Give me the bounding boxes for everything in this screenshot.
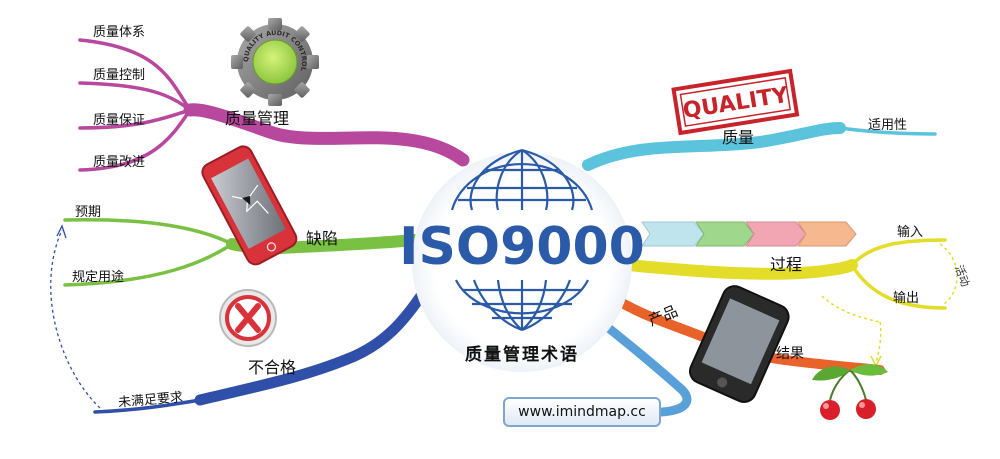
leaf-output: 输出 bbox=[893, 290, 919, 306]
leaf-requirement-not-met: 未满足要求 bbox=[118, 390, 184, 411]
branch-label-process: 过程 bbox=[770, 255, 802, 274]
cherries-icon bbox=[812, 364, 888, 420]
process-loop-arrow: 活动 bbox=[821, 243, 972, 368]
branch-label-nonconformity: 不合格 bbox=[248, 358, 296, 377]
center-title: ISO9000 bbox=[399, 217, 645, 277]
website-link[interactable]: www.imindmap.cc bbox=[503, 397, 661, 427]
leaf-quality-control: 质量控制 bbox=[93, 68, 145, 83]
leaf-expected: 预期 bbox=[75, 205, 101, 220]
branch-nonconformity bbox=[93, 284, 431, 414]
leaf-fitness-for-use: 适用性 bbox=[868, 118, 907, 133]
branch-quality-management bbox=[78, 38, 470, 172]
loop-label: 活动 bbox=[952, 263, 972, 288]
leaf-intended-use: 规定用途 bbox=[72, 269, 124, 285]
smartphone-icon bbox=[689, 285, 790, 403]
branch-label-quality: 质量 bbox=[722, 128, 754, 147]
gear-icon: QUALITY AUDIT CONTROL bbox=[231, 18, 319, 106]
globe-top-icon bbox=[450, 148, 594, 211]
center-subtitle: 质量管理术语 bbox=[465, 344, 579, 365]
broken-phone-icon bbox=[201, 145, 298, 266]
branch-website bbox=[591, 313, 692, 417]
leaf-quality-improvement: 质量改进 bbox=[93, 155, 145, 170]
dashed-link-arrow bbox=[50, 224, 101, 409]
leaf-result: 结果 bbox=[776, 346, 804, 362]
leaf-input: 输入 bbox=[897, 224, 923, 240]
quality-stamp-icon: QUALITY bbox=[671, 68, 800, 136]
branch-process bbox=[622, 238, 947, 310]
process-arrows-icon bbox=[641, 221, 857, 247]
reject-x-icon bbox=[219, 289, 277, 347]
center-node: ISO9000 质量管理术语 bbox=[399, 148, 645, 372]
branch-quality bbox=[582, 122, 937, 171]
leaf-quality-system: 质量体系 bbox=[93, 25, 145, 40]
globe-bottom-icon bbox=[455, 279, 589, 332]
branch-label-quality-management: 质量管理 bbox=[225, 109, 289, 128]
branch-label-defect: 缺陷 bbox=[306, 229, 338, 248]
leaf-quality-assurance: 质量保证 bbox=[93, 113, 145, 128]
